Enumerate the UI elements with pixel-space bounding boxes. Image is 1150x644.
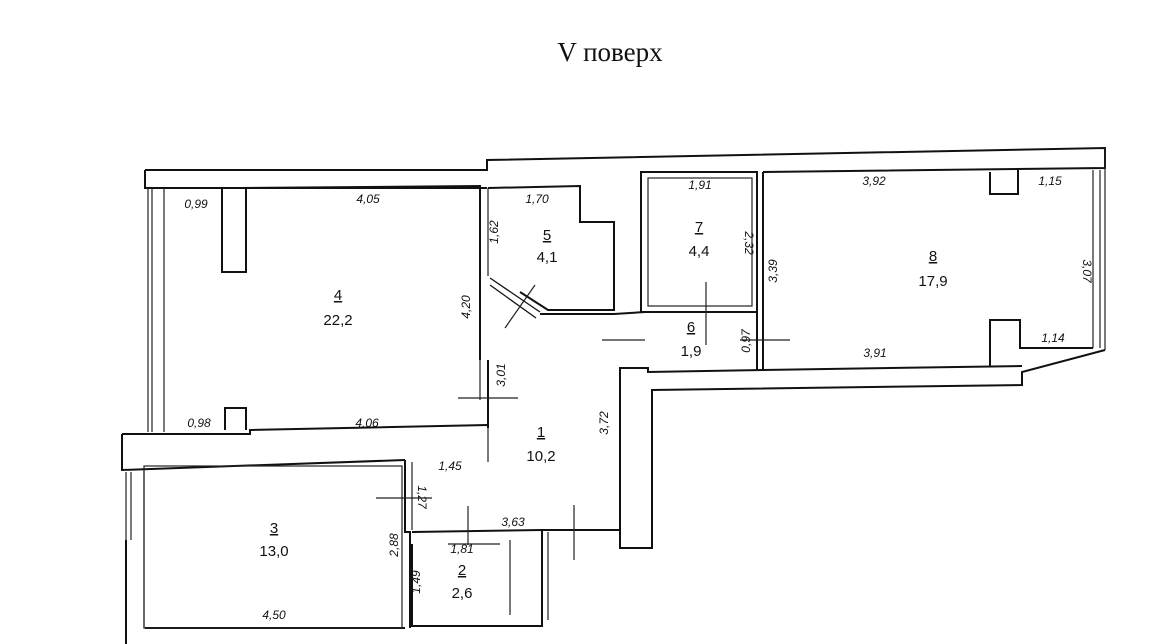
room-5-area: 4,1 [537,249,558,266]
dim-r4-bottom: 4,06 [355,416,379,430]
dim-corridor-left: 1,27 [415,485,429,510]
dim-r3-right: 2,88 [387,533,401,558]
floor-title: V поверх [557,37,663,67]
room-8-number: 8 [929,248,937,265]
dim-r2-left: 1,49 [409,570,423,594]
room-7: 7 4,4 [640,171,758,313]
room-6-number: 6 [687,319,695,336]
room-3-area: 13,0 [259,543,288,560]
dim-r5-top: 1,70 [525,192,549,206]
dim-r4-top: 4,05 [356,192,380,206]
dim-r6-left: 0,97 [739,328,753,353]
dim-r7-right: 2,32 [742,230,756,255]
room-4: 4 22,2 [164,184,518,430]
room-4-area: 22,2 [323,312,352,329]
room-2-area: 2,6 [452,585,473,602]
dim-corridor-bottom: 3,63 [501,515,525,529]
dim-r8-top: 3,92 [862,174,886,188]
dim-r8-right-bottom: 1,14 [1041,331,1065,345]
dim-r8-left: 3,39 [766,259,780,283]
room-4-number: 4 [334,287,342,304]
dim-r8-bottom: 3,91 [863,346,886,360]
dim-r2-top: 1,81 [450,542,473,556]
dim-r7-top: 1,91 [688,178,711,192]
room-5: 5 4,1 [487,184,646,329]
outer-walls [121,146,1106,644]
dim-corridor-top: 1,45 [438,459,462,473]
dimension-labels: 0,99 4,05 4,20 0,98 4,06 1,70 1,62 1,9 1 … [184,174,1094,622]
dim-r8-right: 3,07 [1080,259,1094,284]
room-8-area: 17,9 [918,273,947,290]
room-3-number: 3 [270,520,278,537]
dim-r1-left: 3,01 [494,363,508,386]
dim-r4-left-top: 0,99 [184,197,208,211]
dim-r4-right: 4,20 [459,295,473,319]
dim-r1-right: 3,72 [597,411,611,435]
room-8: 8 17,9 [740,170,1093,370]
room-6: 6 1,9 [602,282,758,370]
dim-r5-left: 1,62 [487,220,501,244]
room-6-area: 1,9 [681,343,702,360]
dim-r8-right-top: 1,15 [1038,174,1062,188]
room-5-number: 5 [543,227,551,244]
room-3: 3 13,0 [143,465,403,629]
room-1-number: 1 [537,424,545,441]
room-7-number: 7 [695,219,703,236]
room-1: 1 10,2 [526,424,555,465]
dim-r4-left-bottom: 0,98 [187,416,211,430]
dim-r3-bottom: 4,50 [262,608,286,622]
room-7-area: 4,4 [689,243,710,260]
room-2-number: 2 [458,562,466,579]
room-1-area: 10,2 [526,448,555,465]
room-2: 2 2,6 [411,530,549,627]
